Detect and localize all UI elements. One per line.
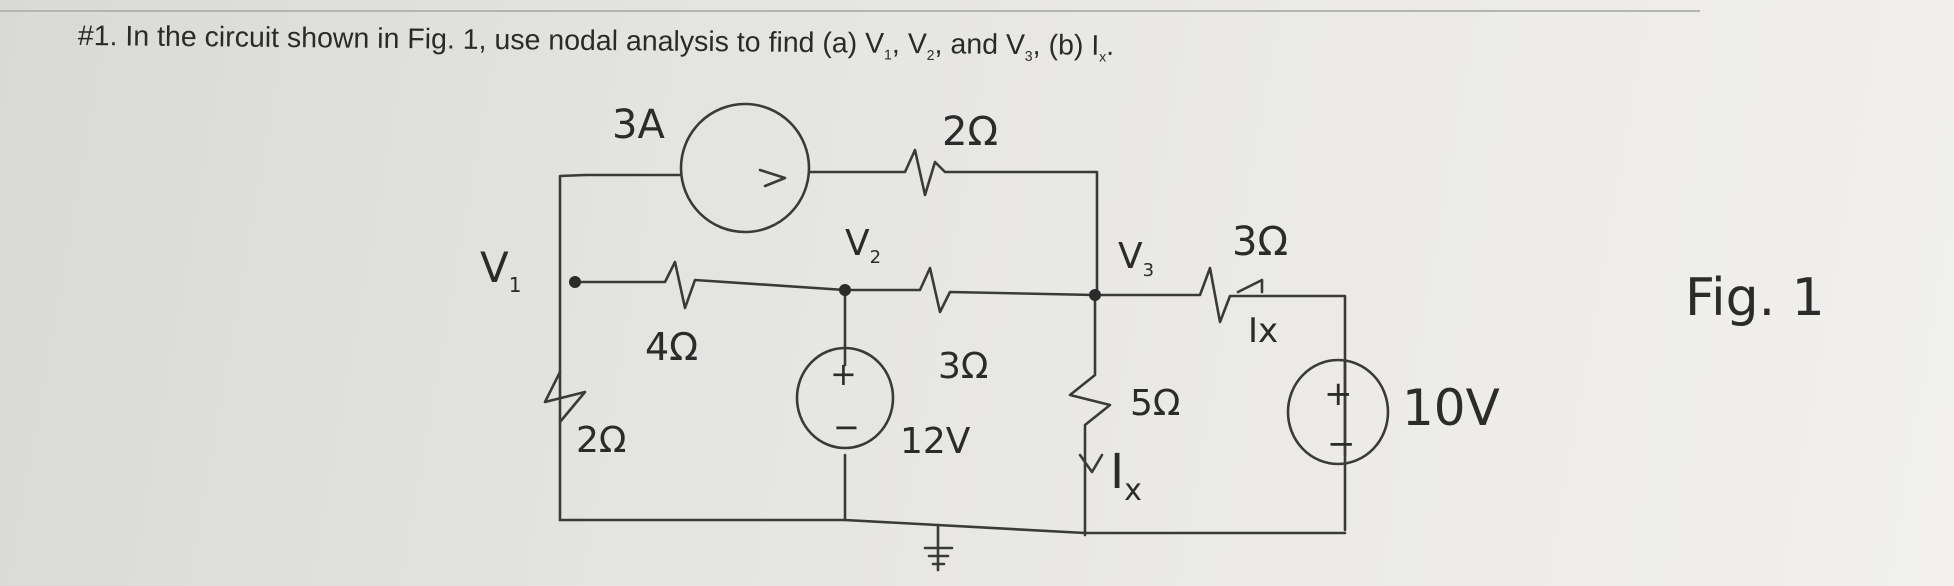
ground-symbol bbox=[923, 523, 954, 572]
node-v2-dot bbox=[839, 284, 851, 296]
current-source-3a bbox=[679, 102, 811, 234]
label-ix-top: Ix bbox=[1248, 311, 1278, 351]
bottom-wire bbox=[558, 518, 1347, 535]
label-top-2ohm: 2Ω bbox=[942, 109, 998, 155]
figure-label: Fig. 1 bbox=[1685, 268, 1825, 328]
label-ix-bottom: Ix bbox=[1110, 444, 1142, 508]
label-5ohm: 5Ω bbox=[1130, 383, 1180, 424]
label-10v: 10V bbox=[1402, 379, 1500, 437]
12v-plus: + bbox=[830, 355, 857, 393]
voltage-source-10v bbox=[1286, 358, 1390, 466]
label-v2: V2 bbox=[845, 223, 881, 268]
left-wire bbox=[558, 173, 587, 522]
label-3a: 3A bbox=[612, 102, 665, 148]
v3-branch bbox=[1068, 293, 1112, 537]
resistor-2-ohm-left bbox=[543, 370, 587, 424]
ix-arrow-top bbox=[1236, 278, 1264, 294]
label-v3: V3 bbox=[1118, 236, 1154, 281]
top-rule bbox=[0, 10, 1700, 12]
label-right-3ohm: 3Ω bbox=[1232, 219, 1288, 265]
label-12v: 12V bbox=[900, 421, 971, 462]
node-v3-dot bbox=[1089, 289, 1101, 301]
10v-minus: − bbox=[1327, 424, 1356, 464]
current-source-arrow bbox=[758, 168, 787, 188]
voltage-source-12v bbox=[795, 346, 895, 450]
10v-plus: + bbox=[1324, 374, 1353, 414]
node-v1-dot bbox=[569, 276, 581, 288]
label-middle-3ohm: 3Ω bbox=[938, 346, 988, 387]
12v-minus: − bbox=[833, 408, 860, 446]
label-v1: V1 bbox=[480, 243, 521, 297]
middle-wire bbox=[573, 260, 1347, 532]
label-4ohm: 4Ω bbox=[645, 325, 698, 369]
ix-arrow-bottom bbox=[1078, 453, 1104, 474]
top-wire-right bbox=[808, 148, 1099, 297]
label-left-2ohm: 2Ω bbox=[576, 420, 626, 461]
